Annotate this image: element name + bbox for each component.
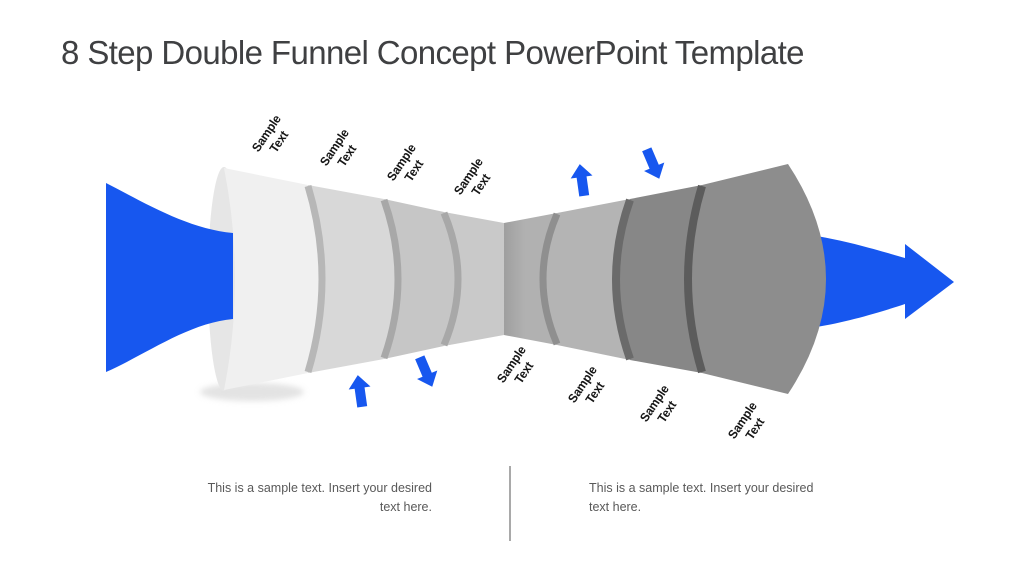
inflow-arrow[interactable] xyxy=(106,183,233,372)
caption-left[interactable]: This is a sample text. Insert your desir… xyxy=(207,481,432,515)
funnel-segment-2[interactable] xyxy=(308,185,398,373)
caption-divider xyxy=(509,466,511,541)
funnel-segment-3[interactable] xyxy=(384,199,458,359)
segment-rim-2-3 xyxy=(380,198,402,360)
mouth-shadow xyxy=(200,383,304,401)
small-arrow-up-right[interactable] xyxy=(569,163,595,198)
small-arrow-down-right[interactable] xyxy=(637,145,670,183)
segment-rim-3-4 xyxy=(440,211,462,347)
segment-rim-7-8 xyxy=(684,184,706,374)
segment-rim-5-6 xyxy=(539,212,561,346)
small-arrow-down-left[interactable] xyxy=(410,353,443,391)
funnel-segment-4[interactable] xyxy=(444,212,504,346)
small-arrow-up-left[interactable] xyxy=(347,374,373,409)
funnel-segment-1[interactable] xyxy=(224,168,322,390)
funnel-segment-8[interactable] xyxy=(688,164,826,394)
slide-title: 8 Step Double Funnel Concept PowerPoint … xyxy=(61,34,805,71)
segment-rim-6-7 xyxy=(612,198,634,361)
caption-right[interactable]: This is a sample text. Insert your desir… xyxy=(589,481,814,515)
outflow-arrow[interactable] xyxy=(816,236,954,327)
segment-rim-1-2 xyxy=(304,184,326,374)
funnel-segment-7[interactable] xyxy=(616,185,702,373)
funnel-segment-6[interactable] xyxy=(543,199,630,360)
